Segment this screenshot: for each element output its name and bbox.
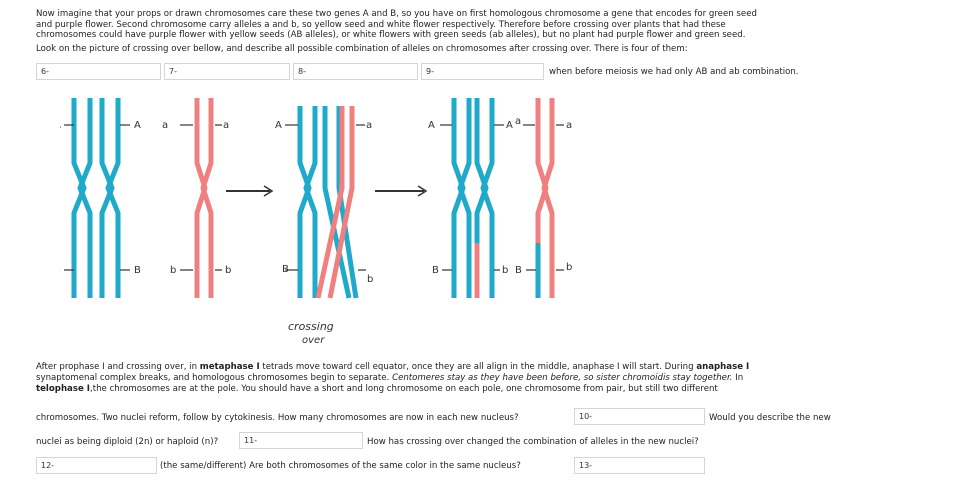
intro-line-4: Look on the picture of crossing over bel…	[36, 43, 688, 54]
body-line-6: (the same/different) Are both chromosome…	[160, 461, 521, 471]
intro-line-3: chromosomes could have purple flower wit…	[36, 30, 746, 41]
answer-field-9[interactable]: 9-	[421, 63, 544, 80]
chromosome-blue-before	[99, 98, 115, 298]
intro-text: Now imagine that your props or drawn chr…	[36, 9, 936, 54]
row1-suffix-text: when before meiosis we had only AB and a…	[549, 67, 799, 77]
intro-line-2: and purple flower. Second chromosome car…	[36, 19, 726, 30]
allele-label-A: A	[275, 120, 282, 131]
allele-label-A: A	[60, 120, 61, 131]
body-line-4-after: Would you describe the new	[709, 413, 831, 423]
allele-label-b: b	[502, 265, 508, 276]
chromosome-blue-before	[71, 98, 87, 298]
allele-label-b: b	[566, 262, 572, 273]
body-line-2: synaptomenal complex breaks, and homolog…	[36, 373, 744, 383]
answer-field-7[interactable]: 7-	[164, 63, 290, 80]
arrow-icon	[375, 185, 428, 197]
chromosome-pink-after	[541, 98, 555, 298]
chromosome-pink-crossing	[327, 106, 355, 299]
allele-label-a: a	[366, 120, 372, 131]
answer-field-13[interactable]: 13-	[574, 457, 705, 474]
allele-label-b: b	[170, 265, 176, 276]
chromosome-blue-before	[77, 98, 93, 298]
arrow-icon	[226, 185, 274, 197]
chromosome-pink-after	[535, 98, 549, 243]
allele-label-a: a	[223, 120, 229, 131]
body-line-3: telophase I,the chromosomes are at the p…	[36, 384, 718, 394]
crossing-caption: crossing	[288, 320, 334, 333]
chromosome-pair-crossing: A a B b crossing over	[275, 106, 373, 346]
chromosome-pair-before: A A a a B B b b	[60, 98, 231, 298]
intro-line-1: Now imagine that your props or drawn chr…	[36, 9, 757, 19]
chromosome-pink-crossing	[315, 106, 345, 299]
body-line-5-after: How has crossing over changed the combin…	[367, 437, 699, 447]
allele-label-A: A	[134, 120, 141, 131]
chromosome-blue-crossing	[297, 106, 312, 298]
chromosome-blue-before	[105, 98, 121, 298]
allele-label-b: b	[367, 274, 373, 285]
chromosome-blue-crossing	[322, 106, 352, 299]
chromosome-blue-after	[451, 98, 466, 298]
answer-field-6[interactable]: 6-	[36, 63, 161, 80]
chromosome-blue-after	[474, 98, 489, 243]
answer-field-12[interactable]: 12-	[36, 457, 157, 474]
allele-label-a: a	[566, 120, 572, 131]
crossing-over-figure: A A a a B B b b A a B b crossing over	[60, 98, 572, 346]
allele-label-B: B	[515, 265, 522, 276]
chromosome-blue-crossing	[303, 106, 318, 298]
answer-field-10[interactable]: 10-	[574, 408, 705, 425]
allele-label-a: a	[515, 116, 521, 127]
chromosome-blue-after	[457, 98, 472, 298]
over-caption: over	[302, 335, 325, 346]
answer-field-11[interactable]: 11-	[239, 432, 363, 449]
allele-label-A: A	[506, 120, 513, 131]
allele-label-B: B	[282, 264, 289, 275]
chromosome-blue-after	[480, 98, 495, 298]
allele-label-A: A	[428, 120, 435, 131]
allele-label-B: B	[134, 265, 141, 276]
answer-field-8[interactable]: 8-	[293, 63, 418, 80]
allele-label-b: b	[225, 265, 231, 276]
body-line-1: After prophase I and crossing over, in m…	[36, 362, 750, 372]
chromosome-pair-after: A A a a B b B b	[428, 98, 572, 298]
chromosome-pink-before	[200, 98, 214, 298]
allele-label-B: B	[432, 265, 439, 276]
body-line-5: nuclei as being diploid (2n) or haploid …	[36, 437, 219, 447]
chromosome-blue-crossing	[336, 106, 359, 299]
allele-label-B: B	[60, 265, 61, 276]
body-line-4: chromosomes. Two nuclei reform, follow b…	[36, 413, 519, 423]
allele-label-a: a	[162, 120, 168, 131]
